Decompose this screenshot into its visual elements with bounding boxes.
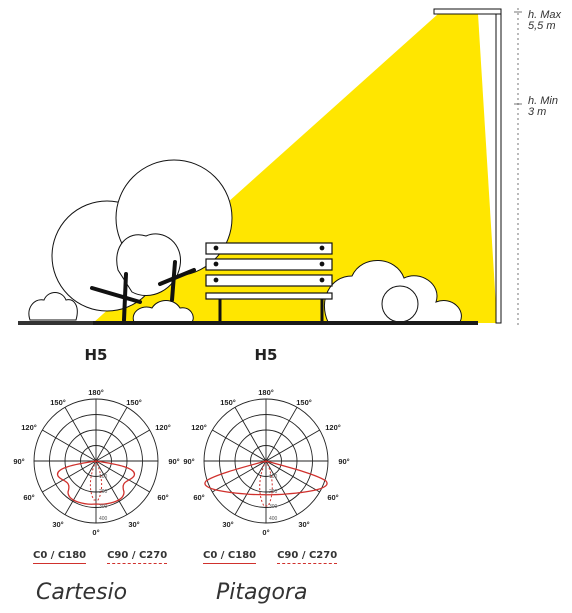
lamp-head (433, 8, 502, 15)
ring-label: 400 (99, 516, 108, 522)
angle-label: 60° (157, 493, 168, 502)
ring-label: 400 (269, 516, 278, 522)
bush-right-small (381, 285, 419, 323)
angle-label: 120° (21, 423, 37, 432)
bush-left (28, 292, 78, 321)
legend-c90-c270: C90 / C270 (277, 550, 338, 564)
angle-label: 30° (52, 520, 63, 529)
ground-lit (93, 321, 478, 325)
curve-c0-c180 (204, 460, 328, 496)
legend-c90-c270: C90 / C270 (107, 550, 168, 564)
angle-label: 120° (325, 423, 341, 432)
polar-diagram-cartesio: 180° 150° 150° 120° 120° 90° 90° 60° 60°… (13, 388, 179, 537)
bush-front (132, 300, 194, 323)
angle-label: 90° (168, 457, 179, 466)
curve-c90-c270 (89, 459, 103, 501)
angle-label: 60° (193, 493, 204, 502)
legend-c0-c180: C0 / C180 (33, 550, 87, 564)
street-light-scene (18, 8, 522, 325)
angle-label: 150° (50, 398, 66, 407)
angle-label: 90° (183, 457, 194, 466)
angle-label: 120° (191, 423, 207, 432)
diagram-title: H5 (84, 346, 108, 364)
lamp-pole (495, 11, 502, 324)
curve-c90-c270 (259, 459, 273, 507)
legend: C0 / C180 C90 / C270 (203, 550, 338, 564)
angle-label: 150° (126, 398, 142, 407)
angle-label: 30° (298, 520, 309, 529)
angle-label: 90° (13, 457, 24, 466)
legend: C0 / C180 C90 / C270 (33, 550, 168, 564)
curve-c0-c180 (57, 460, 135, 505)
angle-label: 30° (222, 520, 233, 529)
angle-label: 0° (92, 528, 99, 537)
angle-label: 60° (23, 493, 34, 502)
ring-label: 100 (99, 474, 108, 480)
ring-label: 300 (269, 504, 278, 510)
angle-label: 0° (262, 528, 269, 537)
polar-diagram-pitagora: 180° 150° 150° 120° 120° 90° 90° 60° 60°… (183, 388, 349, 537)
ring-label: 200 (99, 489, 108, 495)
angle-label: 180° (258, 388, 274, 397)
angle-label: 90° (338, 457, 349, 466)
angle-label: 150° (296, 398, 312, 407)
tree-trunk-right (158, 260, 196, 302)
angle-label: 150° (220, 398, 236, 407)
park-bench (205, 242, 333, 323)
angle-label: 120° (155, 423, 171, 432)
product-name: Cartesio (36, 580, 128, 605)
angle-label: 180° (88, 388, 104, 397)
tree-trunk-left (90, 272, 142, 322)
angle-label: 30° (128, 520, 139, 529)
product-name: Pitagora (216, 580, 308, 605)
diagram-title: H5 (254, 346, 278, 364)
ring-label: 200 (269, 489, 278, 495)
angle-label: 60° (327, 493, 338, 502)
ring-label: 100 (269, 474, 278, 480)
legend-c0-c180: C0 / C180 (203, 550, 257, 564)
ring-label: 300 (99, 504, 108, 510)
